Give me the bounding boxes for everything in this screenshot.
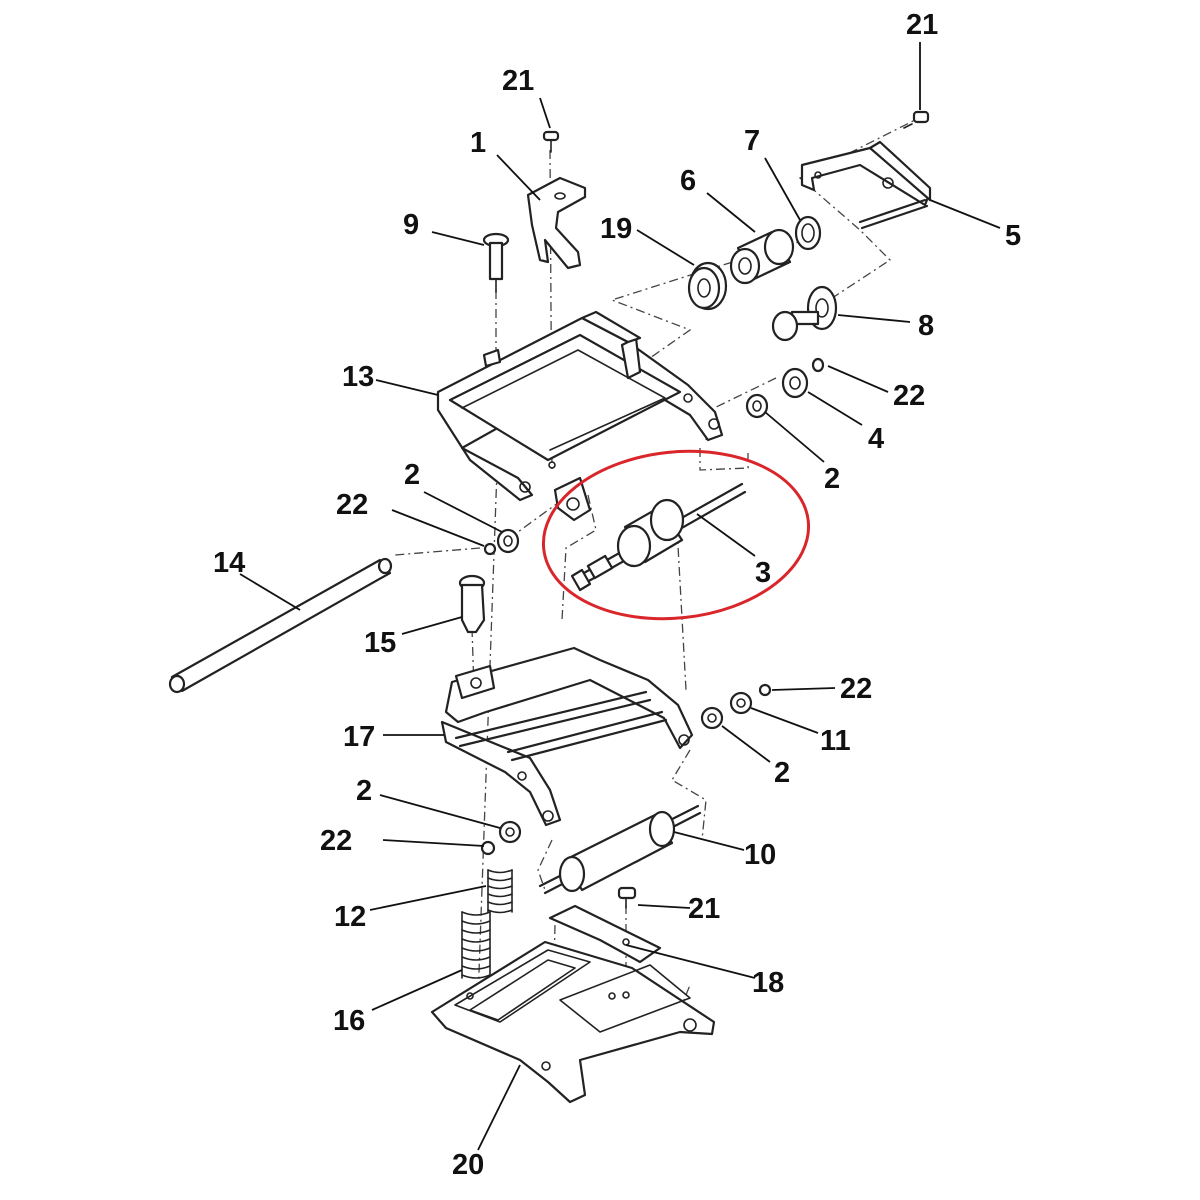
callout-6: 6 — [680, 165, 696, 197]
callout-11: 11 — [820, 725, 851, 757]
callout-labels: 21 21 21 1 9 7 6 19 5 8 13 22 4 2 2 22 3… — [213, 9, 1021, 1181]
callout-21: 21 — [906, 9, 938, 41]
callout-2: 2 — [404, 459, 420, 491]
callout-3: 3 — [755, 557, 771, 589]
part-8-gear-shaft — [771, 285, 838, 342]
part-17-lower-frame — [440, 646, 694, 827]
part-22-e-clip-top — [811, 357, 825, 373]
part-19-gear — [687, 261, 728, 311]
callout-13: 13 — [342, 361, 374, 393]
part-14-long-shaft — [168, 557, 393, 694]
part-12-spring — [487, 869, 513, 914]
part-21-screw-lower — [617, 886, 637, 909]
callout-4: 4 — [868, 423, 884, 455]
part-15-stud — [458, 574, 486, 634]
callout-22: 22 — [336, 489, 368, 521]
callout-21: 21 — [688, 893, 720, 925]
callout-2: 2 — [824, 463, 840, 495]
callout-15: 15 — [364, 627, 396, 659]
callout-21: 21 — [502, 65, 534, 97]
part-2-bushing-lower-left — [498, 820, 522, 844]
callout-14: 14 — [213, 547, 245, 579]
assembly-guide-lines — [394, 114, 926, 1011]
part-4-gear — [781, 367, 809, 399]
part-11-bushing — [729, 691, 753, 715]
callout-20: 20 — [452, 1149, 484, 1181]
callout-9: 9 — [403, 209, 419, 241]
callout-17: 17 — [343, 721, 375, 753]
part-3-highlight-ring — [541, 449, 811, 621]
callout-10: 10 — [744, 839, 776, 871]
part-6-drive-roller — [729, 228, 795, 285]
callout-19: 19 — [600, 213, 632, 245]
part-22-e-clip-lower-left — [480, 840, 496, 856]
callout-2: 2 — [356, 775, 372, 807]
part-21-screw-right — [903, 110, 930, 129]
callout-22: 22 — [840, 673, 872, 705]
callout-2: 2 — [774, 757, 790, 789]
callout-16: 16 — [333, 1005, 365, 1037]
leader-lines — [239, 42, 1001, 1151]
part-21-screw-top — [542, 130, 560, 153]
part-9-pin — [482, 232, 510, 293]
part-10-roller — [538, 804, 702, 895]
part-20-base-plate — [430, 940, 716, 1104]
part-22-e-clip-upper-left — [483, 542, 497, 556]
callout-8: 8 — [918, 310, 934, 342]
part-7-small-gear — [794, 215, 822, 251]
part-5-side-bracket — [800, 140, 932, 230]
callout-1: 1 — [470, 127, 486, 159]
part-3-feed-roller — [570, 482, 747, 592]
part-2-bushing-upper-left — [496, 528, 520, 554]
callout-7: 7 — [744, 125, 760, 157]
part-1-bracket — [526, 176, 587, 270]
part-16-spring — [461, 911, 491, 979]
part-2-bushing-lower-right — [700, 706, 724, 730]
callout-22: 22 — [320, 825, 352, 857]
part-22-e-clip-lower-right — [758, 683, 772, 697]
callout-12: 12 — [334, 901, 366, 933]
callout-5: 5 — [1005, 220, 1021, 252]
callout-18: 18 — [752, 967, 784, 999]
callout-22: 22 — [893, 380, 925, 412]
part-2-bushing-upper-right — [745, 393, 769, 419]
part-13-upper-frame — [436, 310, 724, 522]
